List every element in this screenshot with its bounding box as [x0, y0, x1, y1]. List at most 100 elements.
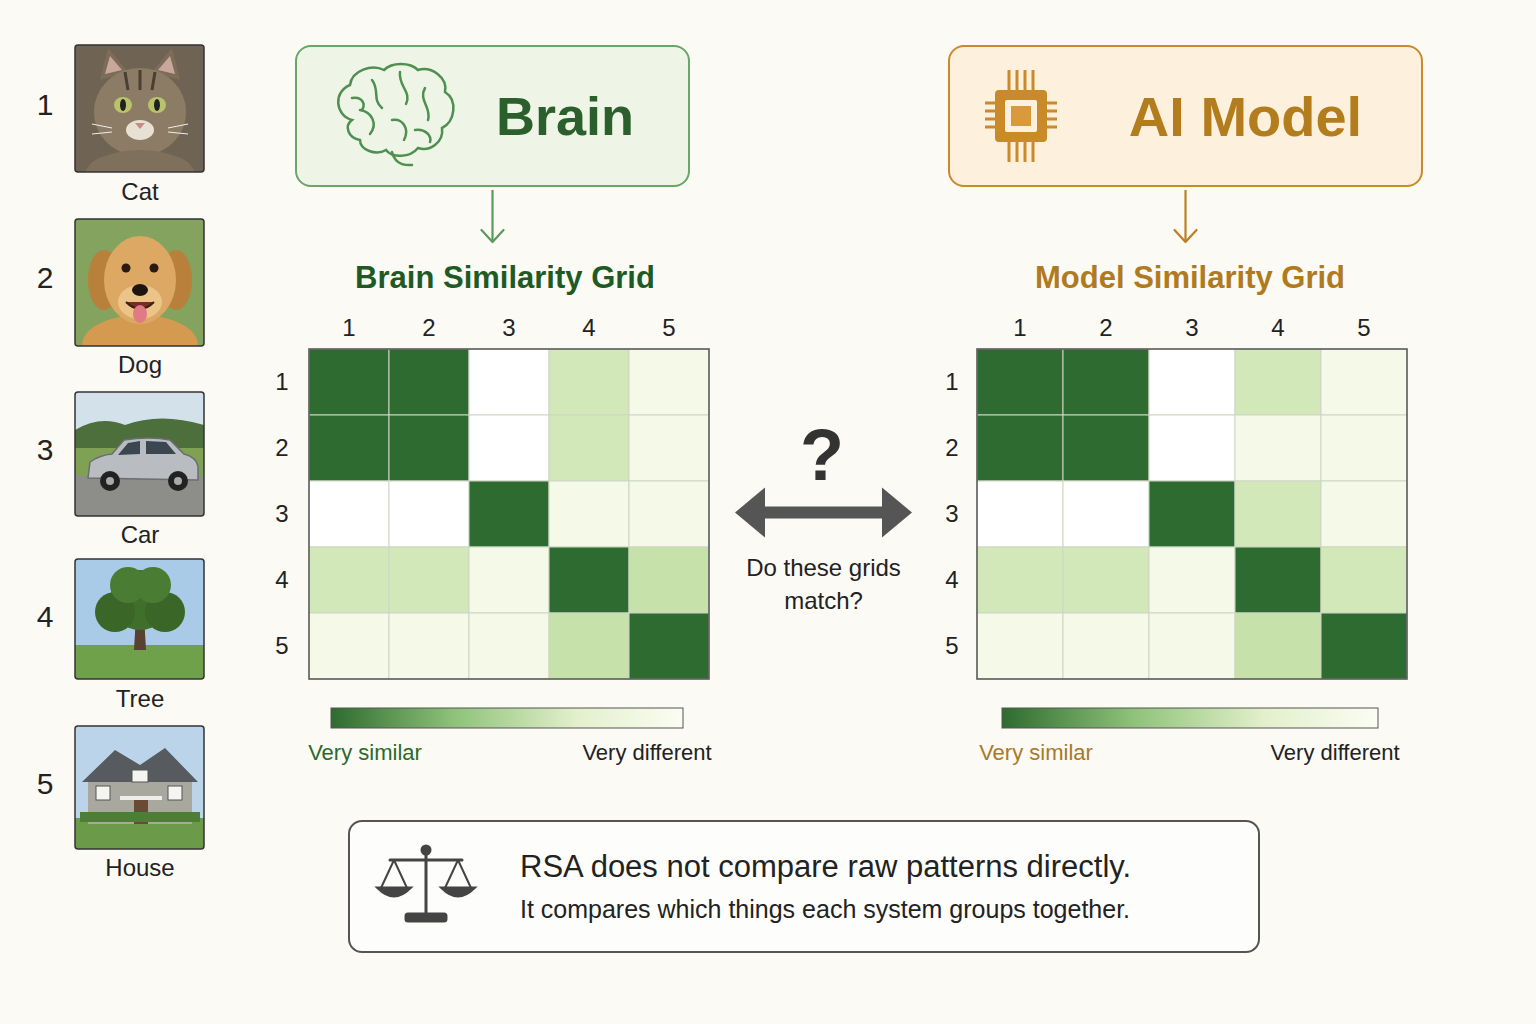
connector: [482, 190, 504, 242]
grid-cell: [309, 481, 389, 547]
photo-frame: [75, 45, 204, 172]
scale-label: Very similar: [979, 740, 1093, 766]
connector: [1175, 190, 1197, 242]
item-caption: Cat: [121, 178, 158, 207]
house-window: [168, 786, 182, 800]
grid-cell: [549, 481, 629, 547]
item-number: 4: [37, 599, 54, 635]
house-roof: [82, 748, 198, 782]
cat-face: [94, 68, 186, 156]
cat-pupil: [120, 99, 126, 111]
model-similarity-grid: [977, 349, 1407, 679]
grid-cell: [977, 349, 1063, 415]
grid-cell: [469, 613, 549, 679]
row-index: 3: [275, 500, 288, 529]
grid-cell: [1063, 349, 1149, 415]
dog-tongue: [133, 305, 147, 323]
column-index: 1: [1013, 314, 1026, 343]
tree-canopy: [135, 567, 171, 603]
grid-border: [309, 349, 709, 679]
brain-stem: [392, 152, 412, 165]
grid-cell: [1321, 547, 1407, 613]
scale-label: Very different: [582, 740, 711, 766]
grid-cell: [389, 481, 469, 547]
row-index: 1: [945, 368, 958, 397]
row-index: 5: [275, 632, 288, 661]
grid-cell: [389, 547, 469, 613]
grid-cell: [1149, 547, 1235, 613]
car-hub: [106, 477, 114, 485]
edge-label: Do these grids match?: [729, 551, 919, 617]
car-wheel: [100, 471, 120, 491]
arrow-head: [735, 488, 765, 538]
grid-cell: [1063, 481, 1149, 547]
grid-cell: [309, 349, 389, 415]
cat-whiskers: [92, 124, 188, 134]
grid-cell: [629, 481, 709, 547]
scale-beam: [390, 859, 462, 862]
cat-stripes: [125, 70, 155, 90]
item-number: 3: [37, 432, 54, 468]
connector-line: [1184, 190, 1186, 242]
grid-cell: [309, 547, 389, 613]
column-index: 3: [502, 314, 515, 343]
grid-cell: [309, 415, 389, 481]
cat-eye: [114, 97, 132, 113]
dog-photo: [75, 219, 204, 346]
grid-cell: [977, 415, 1063, 481]
house-window: [132, 770, 148, 782]
grid-cell: [1321, 613, 1407, 679]
item-caption: House: [105, 854, 174, 883]
grid-cell: [1235, 547, 1321, 613]
color-scale-bar: [331, 708, 683, 728]
grid-cell: [389, 349, 469, 415]
question-mark: ?: [800, 412, 844, 498]
house-photo: [75, 726, 204, 849]
scale-top: [422, 846, 430, 854]
dog-face: [104, 236, 176, 324]
scale-label: Very similar: [308, 740, 422, 766]
grid-cell: [629, 349, 709, 415]
grid-cell: [977, 481, 1063, 547]
tree-grass: [75, 645, 204, 679]
brain-icon: [338, 64, 453, 165]
connector-line: [491, 190, 493, 242]
chip-die: [1011, 106, 1031, 126]
note-heading: RSA does not compare raw patterns direct…: [520, 845, 1131, 889]
balance-scale-icon: [378, 846, 474, 921]
grid-cell: [1149, 613, 1235, 679]
car-wheel: [168, 471, 188, 491]
grid-border: [977, 349, 1407, 679]
grid-cell: [977, 547, 1063, 613]
car-photo: [75, 392, 204, 516]
tree-photo: [75, 559, 204, 679]
row-index: 1: [275, 368, 288, 397]
grid-cell: [1321, 481, 1407, 547]
chip-body: [995, 90, 1047, 142]
grid-cell: [389, 415, 469, 481]
photo-frame: [75, 392, 204, 516]
grid-cell: [1149, 349, 1235, 415]
grid-cell: [1063, 613, 1149, 679]
scale-label: Very different: [1270, 740, 1399, 766]
house-porch: [120, 796, 162, 800]
grid-cell: [469, 415, 549, 481]
grid-cell: [469, 349, 549, 415]
system-title: AI Model: [1129, 84, 1362, 149]
item-caption: Tree: [116, 685, 164, 714]
brain-outline: [338, 64, 453, 156]
item-number: 2: [37, 260, 54, 296]
grid-cell: [549, 613, 629, 679]
grid-cell: [309, 613, 389, 679]
row-index: 4: [945, 566, 958, 595]
scale-strings: [381, 860, 471, 888]
grid-cell: [1063, 415, 1149, 481]
grid-cell: [1235, 415, 1321, 481]
item-caption: Car: [121, 521, 160, 550]
column-index: 2: [1099, 314, 1112, 343]
item-number: 5: [37, 766, 54, 802]
item-number: 1: [37, 87, 54, 123]
dog-eye: [122, 264, 131, 273]
cat-body: [85, 150, 195, 172]
